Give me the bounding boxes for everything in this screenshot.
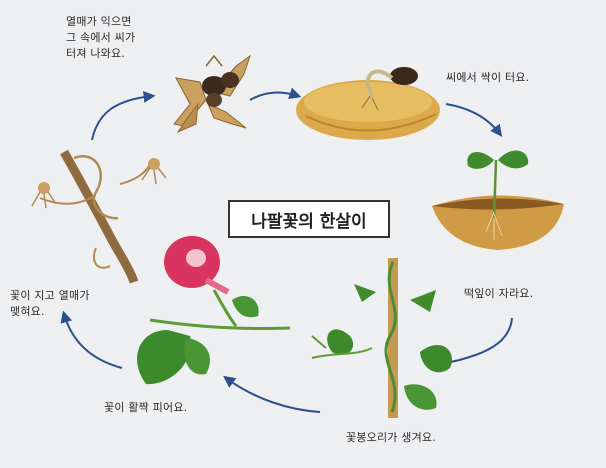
caption-bloom: 꽃이 활짝 피어요.: [104, 401, 188, 414]
sprout-illustration: [296, 67, 440, 140]
caption-fruit: 꽃이 지고 열매가 맺혀요.: [10, 289, 90, 318]
fruit-vine-illustration: [31, 149, 167, 284]
caption-bud: 꽃봉오리가 생겨요.: [346, 431, 436, 444]
arrow-bloom-to-fruit: [60, 310, 123, 369]
seedling-illustration: [432, 150, 564, 250]
bud-vine-illustration: [311, 258, 452, 418]
diagram-title: 나팔꽃의 한살이: [228, 200, 390, 238]
arrow-seed-to-sprout: [249, 87, 302, 101]
arrow-fruit-to-seed: [91, 90, 156, 141]
caption-seed-release: 열매가 익으면 그 속에서 씨가 터져 나와요.: [66, 15, 136, 60]
arrow-sprout-to-seedling: [445, 103, 503, 137]
bloom-illustration: [137, 236, 291, 385]
seed-pod-illustration: [173, 54, 251, 134]
caption-sprout: 씨에서 싹이 터요.: [446, 71, 530, 84]
caption-seedling: 떡잎이 자라요.: [464, 287, 534, 300]
arrow-bud-to-bloom: [223, 375, 321, 413]
